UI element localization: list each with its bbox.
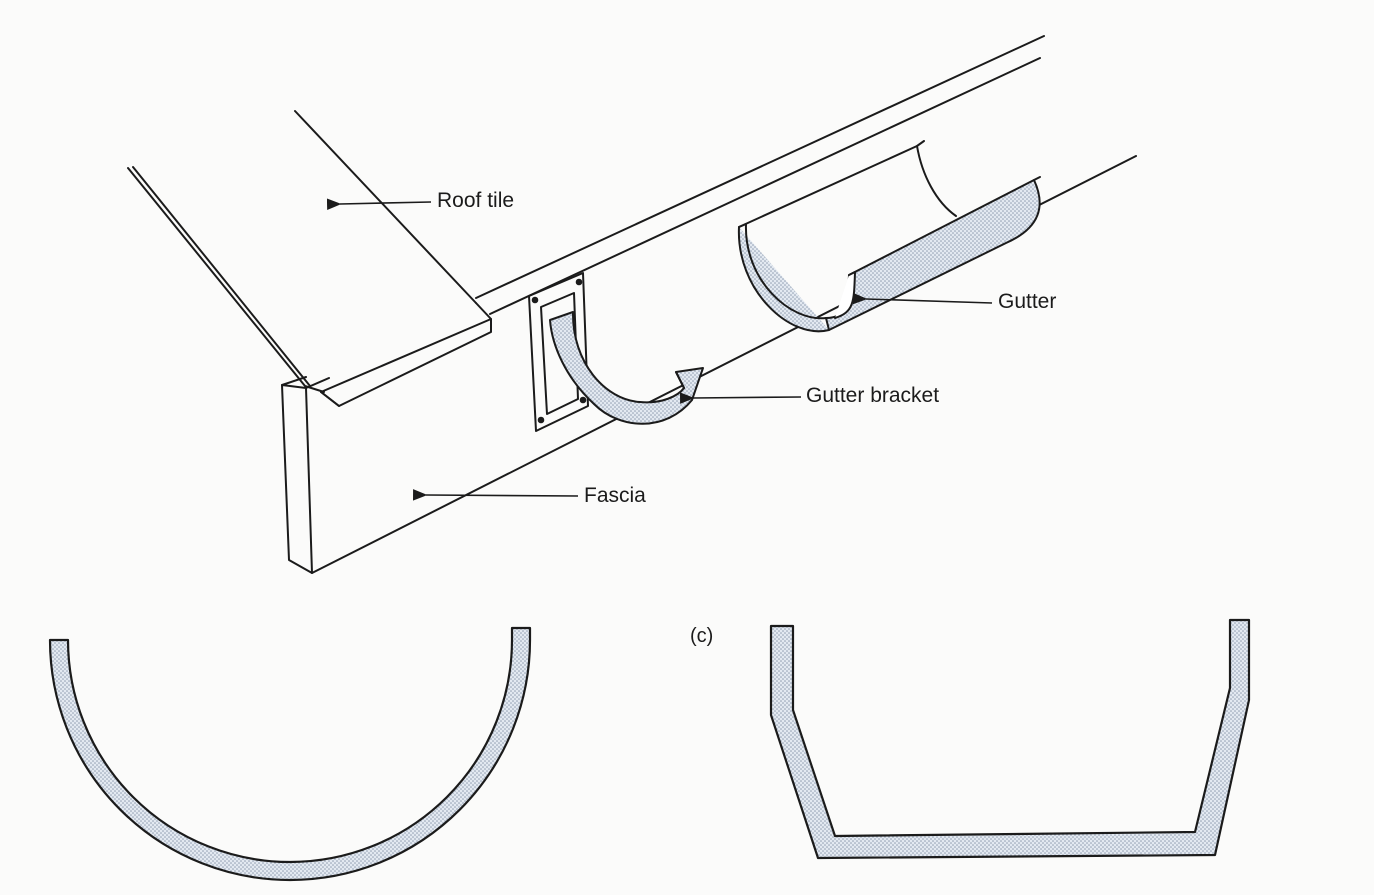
gutter-bracket-label: Gutter bracket (806, 384, 940, 407)
fascia-label: Fascia (584, 484, 646, 507)
box-section (769, 618, 1251, 860)
gutter-bracket-plate (528, 272, 589, 432)
roof-tile (127, 110, 492, 407)
gutter-leader (852, 292, 993, 305)
panel-c-label: (c) (690, 625, 714, 647)
gutter-label: Gutter (998, 290, 1057, 313)
fascia-leader (413, 489, 579, 501)
gutter-section (737, 140, 1041, 333)
roof-tile-leader (326, 198, 432, 211)
half-round-section (48, 626, 532, 882)
gutter-bracket-leader (679, 392, 802, 404)
gutter-bracket-strap (549, 311, 704, 425)
roof-tile-label: Roof tile (437, 189, 515, 212)
